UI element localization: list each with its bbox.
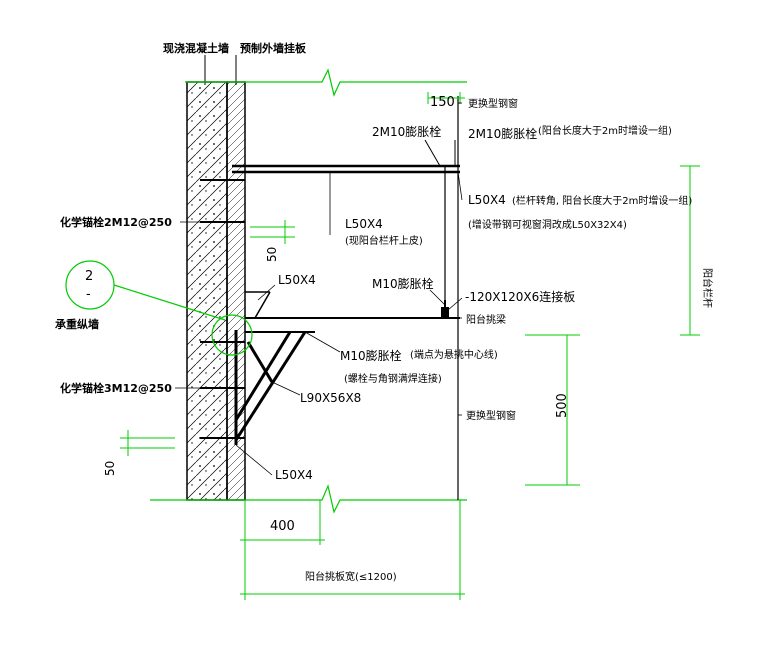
label-balcony-slab-beam: 阳台挑梁 (466, 313, 506, 326)
label-angle-l50x4-upper: L50X4 (278, 273, 316, 287)
dim-50-bottom: 50 (103, 461, 117, 476)
label-chemical-anchor-top: 化学锚栓2M12@250 (60, 215, 172, 229)
bracket-strut (234, 330, 307, 445)
label-angle-l50x4-bottom: L50X4 (275, 468, 313, 482)
label-bolt-2m10-left: 2M10膨胀栓 (372, 124, 441, 139)
dim-500: 500 (555, 393, 570, 418)
label-bolt-m10-mid: M10膨胀栓 (372, 276, 434, 291)
label-angle-l50x4-right: L50X4 (468, 193, 506, 207)
label-leaders (175, 102, 463, 476)
callout-number-bottom: - (86, 287, 91, 302)
label-angle-l50x4-mid-note: (现阳台栏杆上皮) (345, 234, 423, 247)
break-lines (150, 68, 467, 514)
label-bolt-2m10-right-note: (阳台长度大于2m时增设一组) (538, 124, 672, 137)
dimensions (120, 92, 700, 600)
top-right-bolts (424, 139, 456, 167)
top-rail-angle (232, 164, 460, 174)
label-top-right-note: 更换型钢窗 (468, 97, 518, 110)
top-leaders (204, 55, 237, 85)
dim-150: 150 (430, 95, 455, 110)
label-angle-l50x4-mid: L50X4 (345, 217, 383, 231)
label-lower-right-note: 更换型钢窗 (466, 409, 516, 422)
label-vertical-dim: 阳台栏杆 (701, 268, 714, 308)
label-precast-panel: 预制外墙挂板 (240, 41, 307, 55)
label-cast-in-place-wall: 现浇混凝土墙 (163, 41, 229, 55)
slab-line (245, 317, 460, 333)
callout-number-top: 2 (85, 269, 93, 284)
connection-plate (441, 300, 449, 318)
label-bolt-m10-lower-note: (端点为悬挑中心线) (410, 348, 498, 361)
anchor-bolts-upper (200, 179, 245, 223)
label-bolt-m10-lower: M10膨胀栓 (340, 348, 402, 363)
label-angle-l50x4-right-note: (栏杆转角, 阳台长度大于2m时增设一组) (512, 194, 692, 207)
label-bolt-m10-lower-note2: (螺栓与角钢满焊连接) (344, 372, 442, 385)
dim-50-top: 50 (265, 247, 279, 262)
anchor-bolts-lower (200, 341, 245, 439)
label-bearing-beam: 承重纵墙 (55, 317, 99, 331)
concrete-wall (186, 81, 228, 501)
label-angle-l90: L90X56X8 (300, 391, 361, 405)
detail-callout (65, 260, 253, 356)
label-angle-l50x4-right-note2: (增设带钢可视窗洞改成L50X32X4) (468, 218, 627, 231)
label-bolt-2m10-right: 2M10膨胀栓 (468, 126, 537, 141)
dim-400: 400 (270, 519, 295, 534)
frame-right (444, 96, 459, 500)
label-plate-120: -120X120X6连接板 (465, 289, 575, 304)
label-bottom-dim: 阳台挑板宽(≤1200) (305, 570, 397, 583)
label-chemical-anchor-bottom: 化学锚栓3M12@250 (60, 381, 172, 395)
upper-small-bracket (245, 291, 271, 319)
